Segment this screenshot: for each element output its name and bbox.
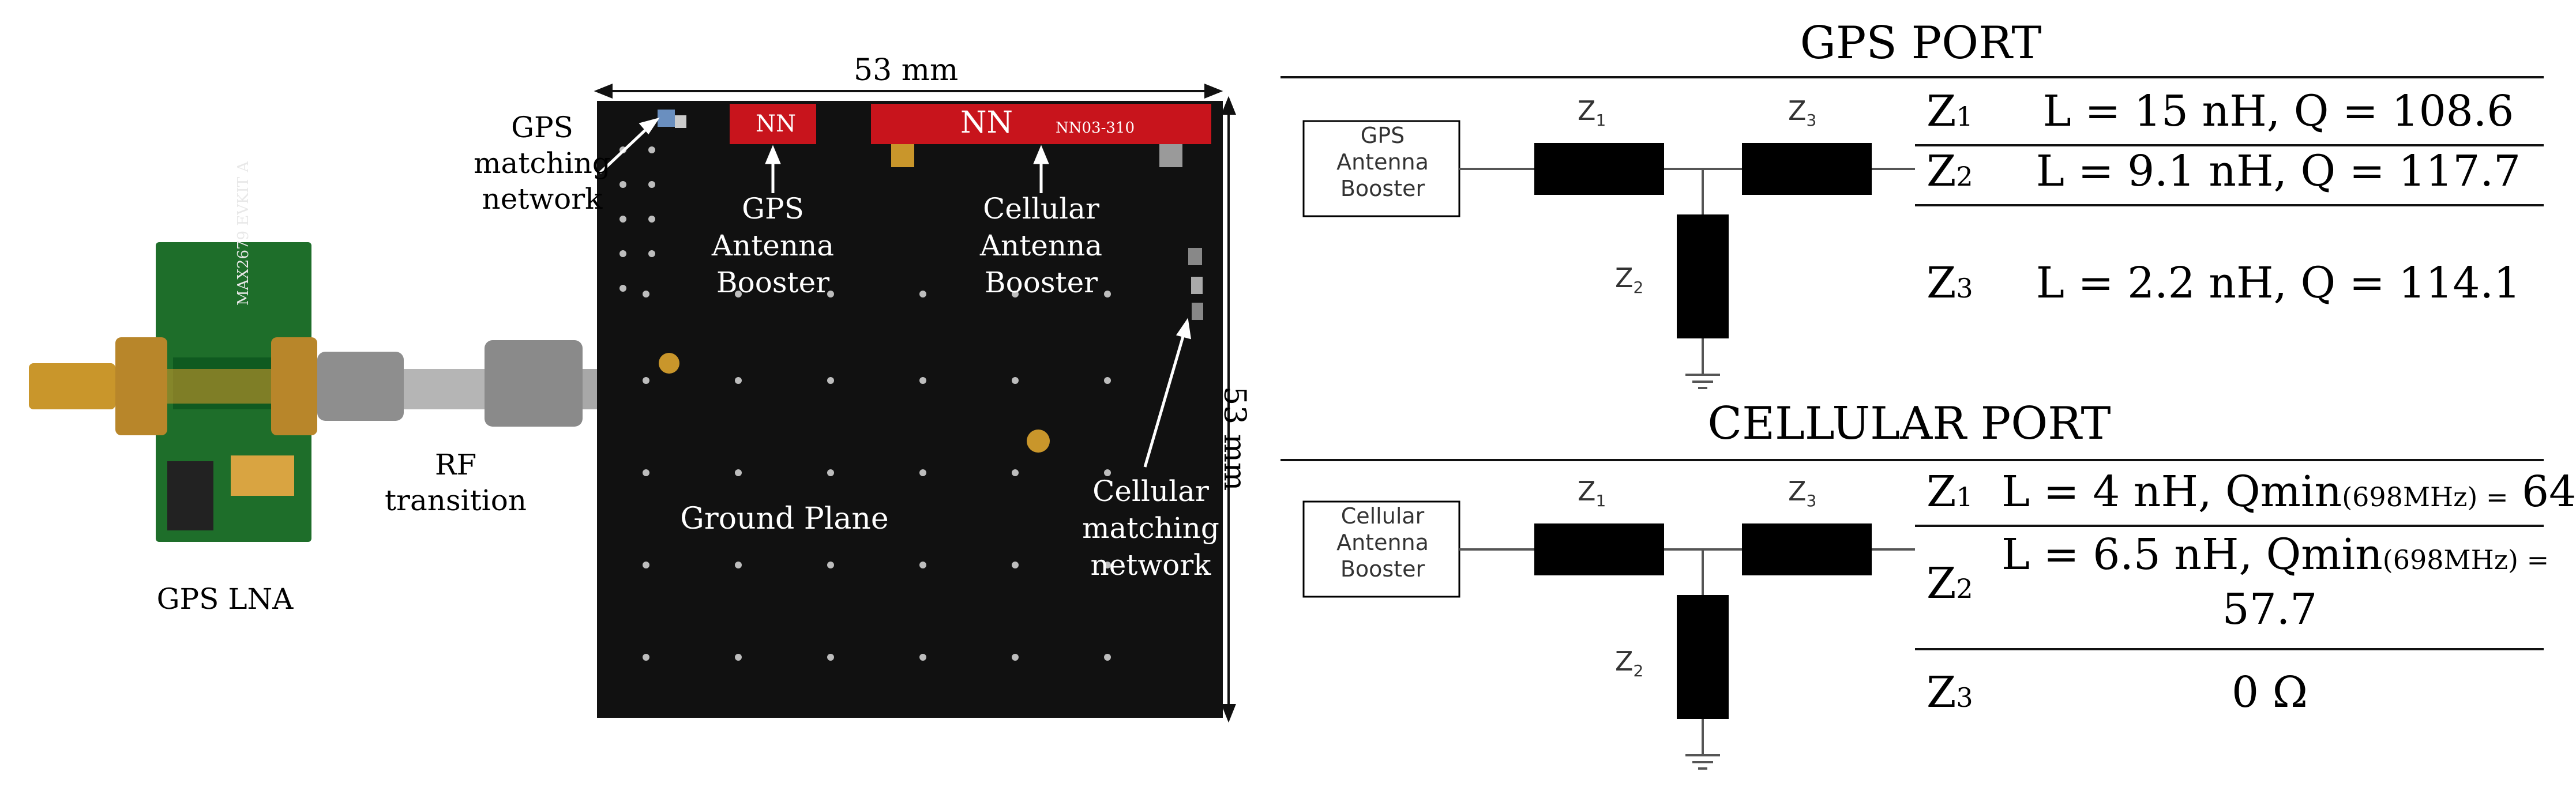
cellular-z3-label: Z3 <box>1788 476 1817 511</box>
via-dot <box>648 250 655 257</box>
table-row: Z1 L = 4 nH, Qmin(698MHz) = 64 <box>1915 467 2576 525</box>
via-dot <box>735 469 742 476</box>
via-dot <box>827 654 834 661</box>
via-dot <box>735 562 742 568</box>
cellular-matching-schematic <box>1302 500 1915 770</box>
gps-z2-label: Z2 <box>1615 262 1644 297</box>
via-dot <box>919 654 926 661</box>
chip-part-number: NN03-310 <box>1056 119 1135 137</box>
row-divider <box>1915 648 2544 650</box>
sma-connector <box>29 337 317 435</box>
svg-text:NN: NN <box>756 111 796 137</box>
rf-transition-adapter <box>317 340 606 427</box>
via-dot <box>648 216 655 223</box>
via-dot <box>919 377 926 384</box>
gps-z3-label: Z3 <box>1788 95 1817 130</box>
via-dot <box>1104 291 1111 297</box>
via-dot <box>1012 377 1019 384</box>
table-row: Z3 0 Ω <box>1915 650 2544 725</box>
via-dot <box>919 469 926 476</box>
row-value: L = 4 nH, Qmin(698MHz) = 64 <box>2002 467 2576 517</box>
row-divider <box>1915 144 2544 146</box>
via-dot <box>643 291 649 297</box>
gps-port-divider <box>1281 76 2544 78</box>
gps-z1-label: Z1 <box>1578 95 1606 130</box>
row-name: Z2 <box>1927 559 1973 608</box>
dimension-top-label: 53 mm <box>854 53 959 88</box>
via-dot <box>648 181 655 188</box>
cellular-component-table: Z1 L = 4 nH, Qmin(698MHz) = 64 Z2 L = 6.… <box>1915 467 2576 725</box>
annotation-arrows <box>599 117 1192 468</box>
via-dot <box>643 654 649 661</box>
row-divider <box>1915 525 2544 527</box>
row-value: L = 15 nH, Q = 108.6 <box>2042 86 2514 136</box>
via-dot <box>1104 654 1111 661</box>
row-value: L = 6.5 nH, Qmin(698MHz) = <box>2002 530 2549 579</box>
dimension-arrows <box>594 84 1236 723</box>
row-value: L = 9.1 nH, Q = 117.7 <box>2036 146 2521 196</box>
gps-booster-chip <box>730 104 816 144</box>
row-value: L = 2.2 nH, Q = 114.1 <box>2036 258 2521 308</box>
gps-component-table: Z1 L = 15 nH, Q = 108.6 Z2 L = 9.1 nH, Q… <box>1915 86 2544 322</box>
via-dot <box>919 562 926 568</box>
cellular-port-top-divider <box>1281 459 2544 461</box>
ground-plane-label: Ground Plane <box>680 502 889 536</box>
table-row: Z3 L = 2.2 nH, Q = 114.1 <box>1915 206 2544 322</box>
gps-lna-label: GPS LNA <box>156 582 294 616</box>
via-dot <box>643 469 649 476</box>
via-dot <box>1104 562 1111 568</box>
cellular-z2-label: Z2 <box>1615 646 1644 681</box>
board-photo: MAX2679 EVKIT A NN NN NN03-310 <box>29 84 1236 723</box>
via-dot <box>1012 291 1019 297</box>
via-dot <box>619 250 626 257</box>
via-dot <box>643 377 649 384</box>
via-dot <box>735 654 742 661</box>
via-dot <box>827 377 834 384</box>
lna-pcb-text: MAX2679 EVKIT A <box>235 161 252 306</box>
gps-port-title: GPS PORT <box>1800 17 2042 69</box>
via-dot <box>827 562 834 568</box>
row-value-continued: 57.7 <box>2222 585 2318 634</box>
table-row: Z2 L = 6.5 nH, Qmin(698MHz) = 57.7 <box>1915 527 2549 648</box>
table-row: Z2 L = 9.1 nH, Q = 117.7 <box>1915 146 2544 204</box>
row-name: Z1 <box>1927 86 1973 136</box>
via-dot <box>1104 469 1111 476</box>
via-dot <box>735 377 742 384</box>
via-dot <box>619 181 626 188</box>
row-name: Z2 <box>1927 146 1973 196</box>
via-dot <box>1012 469 1019 476</box>
cellular-z1-label: Z1 <box>1578 476 1606 511</box>
via-dot <box>619 216 626 223</box>
cellular-port-title: CELLULAR PORT <box>1707 398 2111 450</box>
via-dot <box>648 146 655 153</box>
row-name: Z3 <box>1927 668 1973 717</box>
via-dot <box>1012 562 1019 568</box>
table-row: Z1 L = 15 nH, Q = 108.6 <box>1915 86 2544 144</box>
ground-plane-pcb: NN NN NN03-310 <box>597 101 1223 718</box>
svg-text:NN: NN <box>960 106 1013 140</box>
via-dot <box>735 291 742 297</box>
cellular-booster-chip <box>871 104 1211 144</box>
row-divider <box>1915 204 2544 206</box>
via-dot <box>1012 654 1019 661</box>
via-dot <box>827 291 834 297</box>
via-dot <box>919 291 926 297</box>
row-name: Z1 <box>1927 467 1973 517</box>
row-name: Z3 <box>1927 258 1973 308</box>
via-dot <box>827 469 834 476</box>
via-dot <box>643 562 649 568</box>
row-value: 0 Ω <box>2232 668 2308 717</box>
via-dot <box>619 285 626 292</box>
via-dot <box>1104 377 1111 384</box>
gps-matching-schematic <box>1302 120 1915 389</box>
